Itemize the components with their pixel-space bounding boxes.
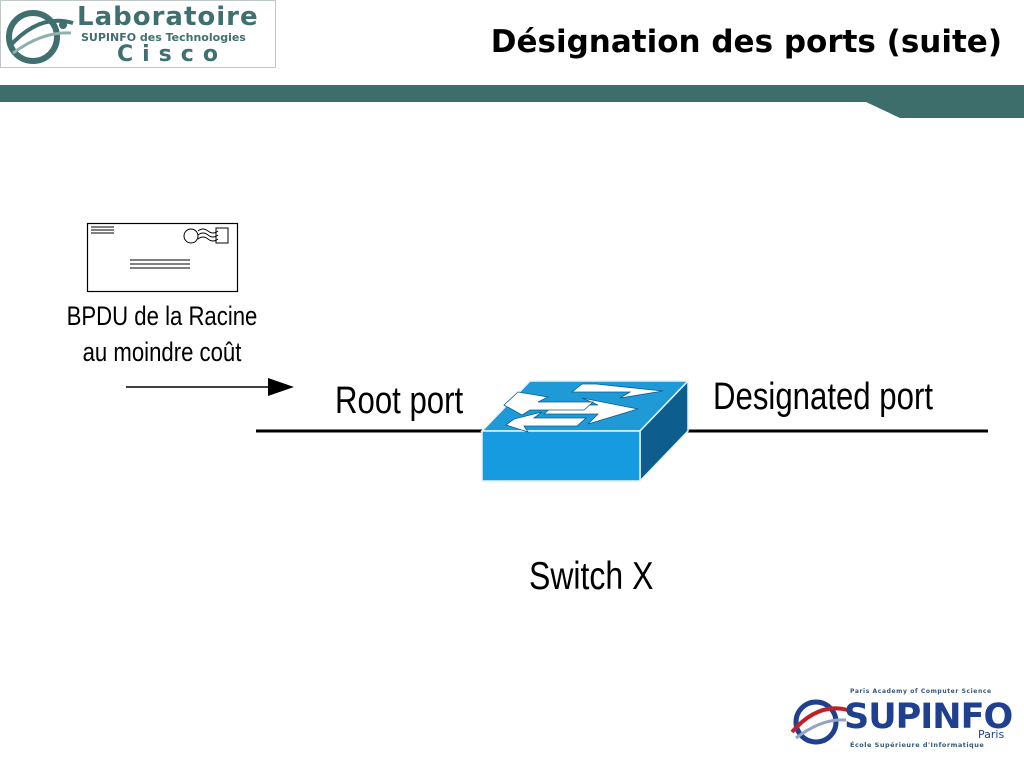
supinfo-logo: Paris Academy of Computer Science SUPINF… (788, 688, 1013, 754)
bpdu-label-line2: au moindre coût (82, 337, 242, 367)
orbit-logo-icon (790, 699, 849, 745)
root-port-label: Root port (335, 380, 464, 422)
logo-line-cisco: Cisco (117, 42, 227, 67)
right-link-line (680, 429, 988, 433)
orbit-globe-icon (6, 10, 74, 64)
logo-line-supinfo: SUPINFO des Technologies (81, 31, 246, 44)
laboratoire-cisco-logo: Laboratoire SUPINFO des Technologies Cis… (0, 0, 276, 68)
bpdu-envelope-icon (86, 222, 239, 293)
logo-line-laboratoire: Laboratoire (77, 2, 259, 32)
bpdu-direction-arrow (126, 378, 294, 396)
switch-label: Switch X (529, 555, 654, 598)
slide-title: Désignation des ports (suite) (490, 24, 1002, 60)
supinfo-brand: SUPINFO (844, 697, 1013, 737)
designated-port-label: Designated port (713, 376, 934, 418)
supinfo-city: Paris (978, 728, 1005, 741)
left-link-line (256, 429, 488, 433)
switch-icon (480, 379, 690, 483)
header-band (0, 85, 1024, 118)
bpdu-label: BPDU de la Racine au moindre coût (30, 298, 294, 370)
supinfo-tagline-top: Paris Academy of Computer Science (850, 688, 992, 695)
bpdu-label-line1: BPDU de la Racine (66, 301, 258, 331)
supinfo-tagline-bottom: École Supérieure d'Informatique (850, 741, 985, 749)
